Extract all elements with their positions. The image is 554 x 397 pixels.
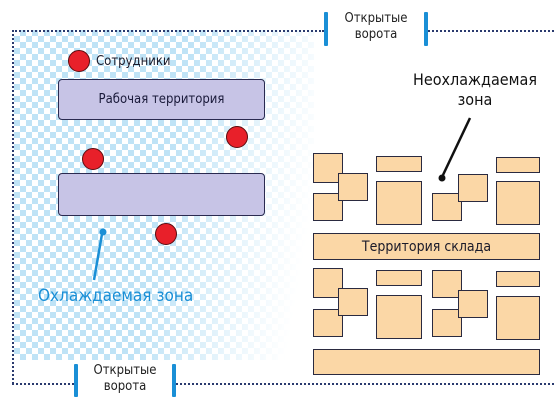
gate-post-top-right xyxy=(424,12,428,46)
storage-box xyxy=(338,288,368,316)
work-area-bar: Рабочая территория xyxy=(58,79,265,120)
storage-box xyxy=(496,296,540,340)
storage-box xyxy=(338,173,368,201)
storage-box xyxy=(496,157,540,173)
employee-marker xyxy=(82,148,104,170)
cooled-leader-line xyxy=(92,233,104,281)
storage-box xyxy=(376,270,422,286)
storage-box xyxy=(313,193,343,221)
storage-box xyxy=(376,295,422,339)
wall-bottom-right xyxy=(176,383,554,385)
uncooled-leader-line xyxy=(441,117,472,176)
storage-box xyxy=(432,193,462,221)
storage-box xyxy=(432,309,462,337)
employee-marker xyxy=(68,50,90,72)
wall-top-left xyxy=(12,30,324,32)
wall-left xyxy=(12,30,14,384)
gate-post-bottom-left xyxy=(74,364,78,397)
storage-box xyxy=(313,153,343,183)
top-gate-label: Открытые ворота xyxy=(338,11,414,43)
employee-marker xyxy=(226,126,248,148)
cooled-zone-label: Охлаждаемая зона xyxy=(38,286,194,306)
storage-bar-bottom xyxy=(313,349,540,375)
warehouse-area-bar: Территория склада xyxy=(313,233,540,260)
bottom-gate-label: Открытые ворота xyxy=(86,363,164,395)
cooled-leader-dot xyxy=(99,228,107,236)
storage-box xyxy=(496,271,540,287)
storage-box xyxy=(376,156,422,172)
wall-top-right xyxy=(428,30,554,32)
uncooled-zone-label: Неохлаждаемая зона xyxy=(413,70,537,109)
storage-box xyxy=(496,181,540,225)
gate-post-bottom-right xyxy=(172,364,176,397)
employee-marker xyxy=(155,223,177,245)
storage-box xyxy=(458,174,488,202)
wall-bottom-left xyxy=(12,383,74,385)
storage-box xyxy=(458,290,488,318)
storage-box xyxy=(432,270,462,298)
gate-post-top-left xyxy=(324,12,328,46)
warehouse-area-label: Территория склада xyxy=(361,238,492,255)
employees-label: Сотрудники xyxy=(96,54,171,69)
storage-box xyxy=(376,181,422,225)
work-area-bar-2 xyxy=(58,173,265,216)
work-area-label: Рабочая территория xyxy=(98,92,225,107)
uncooled-leader-dot xyxy=(438,174,446,182)
